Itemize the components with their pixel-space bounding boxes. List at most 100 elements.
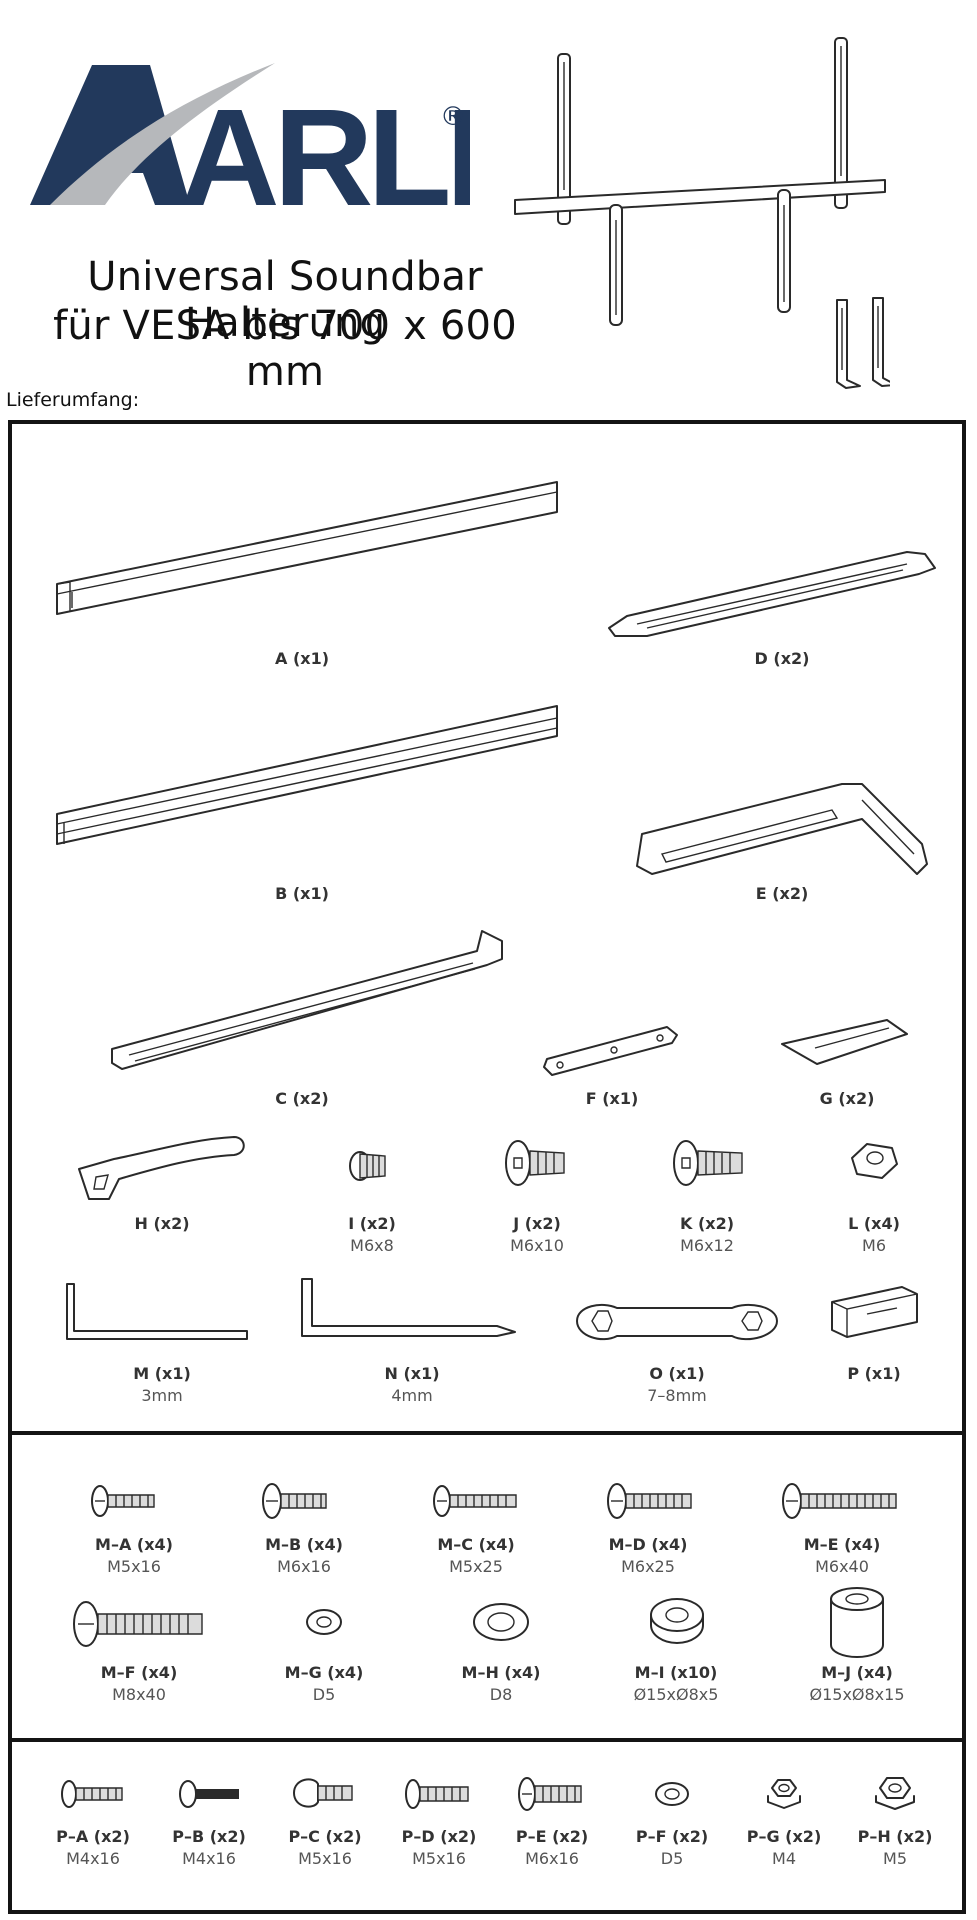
m-a-screw: [91, 1485, 155, 1517]
logo-wordmark: ARLI: [180, 81, 470, 205]
part-n-label: N (x1): [384, 1364, 440, 1383]
m-e-label: M–E (x4): [803, 1535, 881, 1554]
m-f-screw: [73, 1601, 203, 1647]
part-n-spec: 4mm: [391, 1386, 433, 1405]
m-a-spec: M5x16: [107, 1557, 161, 1576]
p-h-nut: [875, 1777, 915, 1810]
m-h-label: M–H (x4): [461, 1663, 541, 1682]
p-f-spec: D5: [660, 1849, 684, 1868]
part-b-rail: [56, 705, 558, 845]
part-h-label: H (x2): [134, 1214, 190, 1233]
part-n-hex-key: [301, 1278, 516, 1337]
part-o-spec: 7–8mm: [647, 1386, 707, 1405]
m-d-screw: [607, 1483, 692, 1519]
part-m-hex-key: [66, 1283, 248, 1340]
p-a-label: P–A (x2): [56, 1827, 130, 1846]
m-g-washer: [306, 1609, 342, 1635]
p-b-spec: M4x16: [182, 1849, 236, 1868]
part-o-label: O (x1): [649, 1364, 705, 1383]
p-h-label: P–H (x2): [857, 1827, 933, 1846]
part-j-spec: M6x10: [510, 1236, 564, 1255]
m-h-spec: D8: [489, 1685, 513, 1704]
m-b-spec: M6x16: [277, 1557, 331, 1576]
part-e-label: E (x2): [755, 884, 809, 903]
part-f-label: F (x1): [585, 1089, 639, 1108]
p-c-label: P–C (x2): [288, 1827, 362, 1846]
m-g-label: M–G (x4): [284, 1663, 364, 1682]
p-e-label: P–E (x2): [515, 1827, 589, 1846]
p-g-spec: M4: [772, 1849, 796, 1868]
m-b-label: M–B (x4): [265, 1535, 343, 1554]
registered-mark: ®: [440, 102, 466, 132]
arli-logo: ARLI: [30, 63, 470, 205]
m-d-label: M–D (x4): [608, 1535, 688, 1554]
m-j-spec: Ø15xØ8x15: [809, 1685, 905, 1704]
m-c-screw: [433, 1485, 517, 1517]
part-d-plate: [608, 551, 936, 637]
m-a-label: M–A (x4): [95, 1535, 173, 1554]
m-f-spec: M8x40: [112, 1685, 166, 1704]
m-c-spec: M5x25: [449, 1557, 503, 1576]
p-b-label: P–B (x2): [172, 1827, 246, 1846]
p-e-spec: M6x16: [525, 1849, 579, 1868]
part-d-label: D (x2): [754, 649, 810, 668]
parts-box-main: A (x1) D (x2) B (x1) E (x2) C (x2) F (x1…: [8, 420, 966, 1435]
p-g-nut: [767, 1779, 801, 1809]
p-b-screw: [179, 1780, 239, 1808]
part-e-l-bracket: [636, 783, 928, 875]
m-j-label: M–J (x4): [821, 1663, 893, 1682]
p-h-spec: M5: [883, 1849, 907, 1868]
part-p-level: [831, 1286, 918, 1338]
part-o-wrench: [576, 1303, 778, 1341]
part-h-strap: [78, 1136, 245, 1200]
part-m-spec: 3mm: [141, 1386, 183, 1405]
parts-box-m-screws: M–A (x4) M5x16 M–B (x4) M6x16 M–C (x4) M…: [8, 1431, 966, 1742]
part-l-label: L (x4): [848, 1214, 900, 1233]
m-i-label: M–I (x10): [634, 1663, 718, 1682]
p-c-screw: [293, 1778, 353, 1808]
part-k-label: K (x2): [679, 1214, 735, 1233]
m-g-spec: D5: [312, 1685, 336, 1704]
p-f-label: P–F (x2): [635, 1827, 709, 1846]
part-j-label: J (x2): [513, 1214, 561, 1233]
m-e-screw: [782, 1483, 897, 1519]
p-a-screw: [61, 1780, 123, 1808]
m-c-label: M–C (x4): [437, 1535, 515, 1554]
part-a-label: A (x1): [274, 649, 330, 668]
part-c-label: C (x2): [275, 1089, 329, 1108]
part-i-spec: M6x8: [350, 1236, 394, 1255]
part-p-label: P (x1): [847, 1364, 901, 1383]
m-e-spec: M6x40: [815, 1557, 869, 1576]
part-i-label: I (x2): [348, 1214, 396, 1233]
p-d-spec: M5x16: [412, 1849, 466, 1868]
part-m-label: M (x1): [133, 1364, 191, 1383]
part-l-spec: M6: [862, 1236, 886, 1255]
part-k-screw: [673, 1140, 743, 1186]
p-e-screw: [518, 1777, 582, 1811]
part-f-strip: [543, 1026, 678, 1076]
p-f-washer: [655, 1782, 689, 1806]
m-h-washer: [473, 1603, 529, 1641]
scope-label: Lieferumfang:: [6, 389, 140, 411]
part-i-screw: [349, 1151, 386, 1181]
part-a-rail: [56, 481, 558, 615]
m-b-screw: [262, 1483, 327, 1519]
part-l-nut: [851, 1143, 898, 1179]
part-j-screw: [505, 1140, 565, 1186]
p-c-spec: M5x16: [298, 1849, 352, 1868]
m-f-label: M–F (x4): [100, 1663, 178, 1682]
p-d-screw: [405, 1779, 469, 1809]
part-g-label: G (x2): [819, 1089, 875, 1108]
p-a-spec: M4x16: [66, 1849, 120, 1868]
m-i-spec: Ø15xØ8x5: [633, 1685, 719, 1704]
p-d-label: P–D (x2): [401, 1827, 477, 1846]
m-j-spacer: [830, 1587, 884, 1658]
assembled-bracket-illustration: [514, 37, 890, 389]
part-c-arm: [111, 930, 503, 1070]
title-line1: Universal Soundbar Halterung: [87, 254, 483, 346]
part-g-plate: [781, 1019, 908, 1065]
part-b-label: B (x1): [275, 884, 329, 903]
part-k-spec: M6x12: [680, 1236, 734, 1255]
p-g-label: P–G (x2): [746, 1827, 822, 1846]
m-i-spacer: [650, 1598, 704, 1644]
